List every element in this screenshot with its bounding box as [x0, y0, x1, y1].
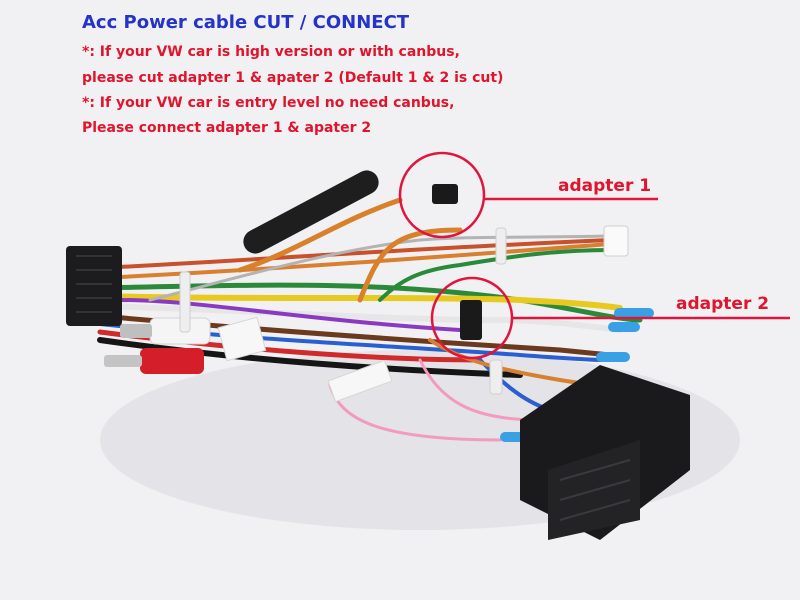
page-title: Acc Power cable CUT / CONNECT: [82, 12, 410, 33]
adapter-1-circle: [398, 151, 486, 239]
wire-label-tag: [327, 359, 393, 403]
note-line-2: please cut adapter 1 & apater 2 (Default…: [82, 70, 504, 86]
cable-tie: [495, 227, 507, 265]
vw-quadlock-connector: [520, 365, 690, 540]
wire-label-tag: [217, 316, 267, 362]
note-line-4: Please connect adapter 1 & apater 2: [82, 120, 372, 136]
note-line-3: *: If your VW car is entry level no need…: [82, 95, 455, 111]
left-harness-connector: [66, 246, 122, 326]
inline-filter: [243, 170, 379, 254]
rca-plug-white: [120, 317, 211, 345]
adapter-1-connector: [432, 184, 458, 204]
rca-plug-red: [104, 348, 204, 374]
adapter-2-connector: [460, 300, 482, 340]
white-plug: [603, 225, 629, 257]
adapter-2-label: adapter 2: [676, 294, 770, 314]
adapter-1-label: adapter 1: [558, 176, 652, 196]
note-line-1: *: If your VW car is high version or wit…: [82, 44, 460, 60]
cable-tie: [489, 359, 503, 395]
cable-tie: [179, 271, 191, 333]
